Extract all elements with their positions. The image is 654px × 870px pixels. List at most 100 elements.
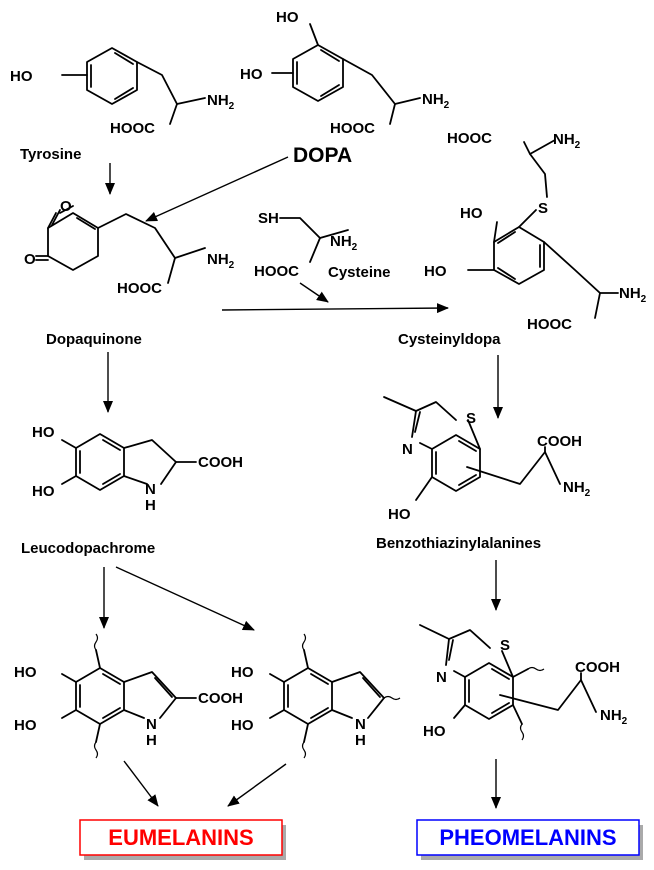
cysteine-nh-label: NH: [330, 233, 352, 250]
svg-text:COOH: COOH: [198, 690, 243, 707]
leucodopachrome-cooh-label: COOH: [198, 454, 243, 471]
svg-text:NH2: NH2: [207, 92, 235, 112]
leucodopachrome-h-label: H: [145, 497, 156, 514]
cysteinyldopa-hooc-top-label: HOOC: [447, 130, 492, 147]
dopaquinone-structure: O O NH2 HOOC: [24, 198, 235, 297]
svg-text:H: H: [146, 732, 157, 749]
svg-text:HO: HO: [231, 717, 254, 734]
dhi-ho-top-label: HO: [231, 664, 254, 681]
cysteine-hooc-label: HOOC: [254, 263, 299, 280]
svg-text:S: S: [538, 200, 548, 217]
svg-text:HO: HO: [14, 717, 37, 734]
svg-text:COOH: COOH: [198, 454, 243, 471]
svg-text:S: S: [466, 410, 476, 427]
svg-text:NH2: NH2: [563, 479, 591, 499]
cysteinyldopa-nh-bottom-label: NH: [619, 285, 641, 302]
leucodopachrome-label: Leucodopachrome: [21, 540, 155, 557]
svg-text:NH2: NH2: [600, 707, 628, 727]
svg-text:HOOC: HOOC: [447, 130, 492, 147]
arrow-cysteine-addition: [299, 282, 329, 303]
dopa-hooc-label: HOOC: [330, 120, 375, 137]
tyrosine-label: Tyrosine: [20, 146, 81, 163]
svg-text:HOOC: HOOC: [527, 316, 572, 333]
arrow-dhi-to-eumelanins: [227, 763, 287, 807]
pheomelanin-s-label: S: [500, 637, 510, 654]
leucodopachrome-n-label: N: [145, 481, 156, 498]
eumelanins-box: EUMELANINS: [79, 819, 286, 860]
dopaquinone-o-left-label: O: [24, 251, 36, 268]
svg-text:COOH: COOH: [537, 433, 582, 450]
benzothiazinylalanines-n-label: N: [402, 441, 413, 458]
svg-text:O: O: [24, 251, 36, 268]
svg-text:N: N: [355, 716, 366, 733]
eumelanins-label: EUMELANINS: [108, 825, 253, 850]
svg-text:S: S: [500, 637, 510, 654]
arrow-leucodopachrome-to-dhi: [115, 566, 255, 631]
dhica-ho-top-label: HO: [14, 664, 37, 681]
svg-text:NH2: NH2: [422, 91, 450, 111]
benzothiazinylalanines-structure: S N COOH NH2 HO: [383, 396, 591, 523]
svg-text:NH2: NH2: [330, 233, 358, 253]
svg-text:HO: HO: [231, 664, 254, 681]
cysteine-sh-label: SH: [258, 210, 279, 227]
svg-text:HO: HO: [14, 664, 37, 681]
cysteine-label: Cysteine: [328, 264, 391, 281]
benzothiazinylalanines-label: Benzothiazinylalanines: [376, 535, 541, 552]
tyrosine-ho-label: HO: [10, 68, 33, 85]
benzothiazinylalanines-cooh-label: COOH: [537, 433, 582, 450]
svg-text:H: H: [145, 497, 156, 514]
arrow-dopa-to-dopaquinone: [145, 156, 289, 222]
pheomelanin-unit-structure: S N COOH NH2 HO: [419, 624, 628, 741]
cysteinyldopa-structure: HOOC NH2 S HO HO NH2 HOOC: [424, 130, 647, 333]
arrow-dhica-to-eumelanins: [123, 760, 159, 807]
cysteine-structure: SH NH2 HOOC: [254, 210, 358, 280]
tyrosine-structure: HO NH2 HOOC: [10, 47, 235, 137]
svg-text:H: H: [355, 732, 366, 749]
pheomelanin-nh-label: NH: [600, 707, 622, 724]
benzothiazinylalanines-ho-label: HO: [388, 506, 411, 523]
svg-text:O: O: [60, 198, 72, 215]
dhica-h-label: H: [146, 732, 157, 749]
tyrosine-nh-label: NH: [207, 92, 229, 109]
svg-text:HO: HO: [240, 66, 263, 83]
cysteinyldopa-ho-left-label: HO: [424, 263, 447, 280]
cysteinyldopa-nh-top-label: NH: [553, 131, 575, 148]
benzothiazinylalanines-nh-label: NH: [563, 479, 585, 496]
svg-text:SH: SH: [258, 210, 279, 227]
pheomelanin-cooh-label: COOH: [575, 659, 620, 676]
leucodopachrome-ho-bottom-label: HO: [32, 483, 55, 500]
pheomelanins-label: PHEOMELANINS: [439, 825, 616, 850]
svg-text:HO: HO: [424, 263, 447, 280]
svg-text:HO: HO: [10, 68, 33, 85]
svg-text:NH2: NH2: [207, 251, 235, 271]
svg-text:N: N: [436, 669, 447, 686]
dhi-n-label: N: [355, 716, 366, 733]
dhica-unit-structure: HO HO COOH N H: [14, 633, 243, 759]
cysteinyldopa-ho-top-label: HO: [460, 205, 483, 222]
dopa-ho-left-label: HO: [240, 66, 263, 83]
svg-text:HO: HO: [32, 424, 55, 441]
dhica-n-label: N: [146, 716, 157, 733]
pheomelanins-box: PHEOMELANINS: [416, 819, 643, 860]
dhi-h-label: H: [355, 732, 366, 749]
svg-text:COOH: COOH: [575, 659, 620, 676]
dopaquinone-label: Dopaquinone: [46, 331, 142, 348]
dhica-cooh-label: COOH: [198, 690, 243, 707]
reaction-arrows: [99, 156, 503, 809]
svg-text:N: N: [146, 716, 157, 733]
svg-text:HOOC: HOOC: [110, 120, 155, 137]
svg-text:HO: HO: [276, 9, 299, 26]
svg-text:NH2: NH2: [619, 285, 647, 305]
dhi-ho-bottom-label: HO: [231, 717, 254, 734]
dopa-label: DOPA: [293, 144, 352, 167]
pheomelanin-ho-label: HO: [423, 723, 446, 740]
dopaquinone-hooc-label: HOOC: [117, 280, 162, 297]
svg-text:HOOC: HOOC: [330, 120, 375, 137]
pheomelanin-n-label: N: [436, 669, 447, 686]
dhi-unit-structure: HO HO N H: [231, 633, 401, 759]
tyrosine-hooc-label: HOOC: [110, 120, 155, 137]
svg-text:HO: HO: [32, 483, 55, 500]
svg-text:N: N: [145, 481, 156, 498]
svg-text:NH2: NH2: [553, 131, 581, 151]
dopaquinone-o-top-label: O: [60, 198, 72, 215]
